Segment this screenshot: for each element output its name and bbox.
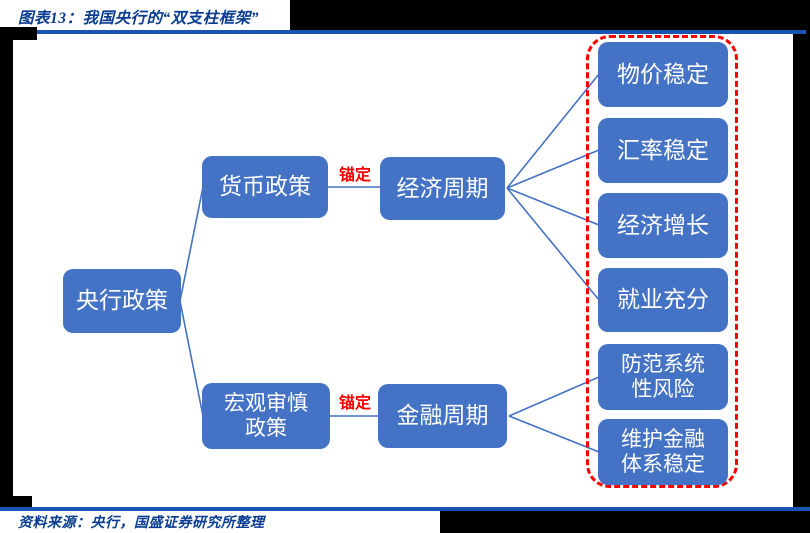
- anchor-label-macroprudential: 锚定: [338, 395, 371, 412]
- goal-node-economic-growth: 经济增长: [598, 193, 728, 258]
- goal-node-exchange-rate-stability: 汇率稳定: [598, 118, 728, 183]
- source-note: 资料来源：央行，国盛证券研究所整理: [18, 516, 265, 531]
- background-mask-right: [793, 0, 810, 533]
- connector-econcycle-goal3: [506, 187, 600, 226]
- background-mask-bottom: [440, 511, 810, 533]
- background-mask-top: [290, 0, 810, 30]
- background-mask-left: [0, 30, 13, 508]
- root-node-central-bank-policy: 央行政策: [63, 269, 181, 333]
- connector-fincycle-goal6: [508, 415, 600, 453]
- goal-node-prevent-systemic-risk: 防范系统 性风险: [598, 344, 728, 410]
- connector-fincycle-goal5: [508, 376, 600, 417]
- connector-econcycle-goal4: [506, 187, 600, 301]
- macroprudential-policy-node: 宏观审慎 政策: [202, 383, 330, 449]
- connector-econcycle-goal1: [506, 73, 600, 189]
- economic-cycle-node: 经济周期: [380, 157, 505, 220]
- monetary-policy-node: 货币政策: [202, 156, 328, 218]
- goals-group-dashed-border: [586, 35, 738, 488]
- source-rule: [0, 507, 810, 511]
- anchor-label-monetary: 锚定: [338, 167, 371, 184]
- figure-title: 图表13：我国央行的“双支柱框架”: [18, 10, 260, 27]
- connector-econcycle-goal2: [506, 149, 600, 189]
- connector-root-monetary: [179, 186, 204, 302]
- source-rule-cap: [0, 496, 32, 508]
- connector-root-macropru: [179, 300, 204, 417]
- title-rule: [0, 30, 806, 34]
- goal-node-full-employment: 就业充分: [598, 268, 728, 332]
- financial-cycle-node: 金融周期: [378, 384, 507, 448]
- title-rule-cap: [0, 27, 37, 40]
- goal-node-financial-system-stability: 维护金融 体系稳定: [598, 419, 728, 485]
- goal-node-price-stability: 物价稳定: [598, 42, 728, 107]
